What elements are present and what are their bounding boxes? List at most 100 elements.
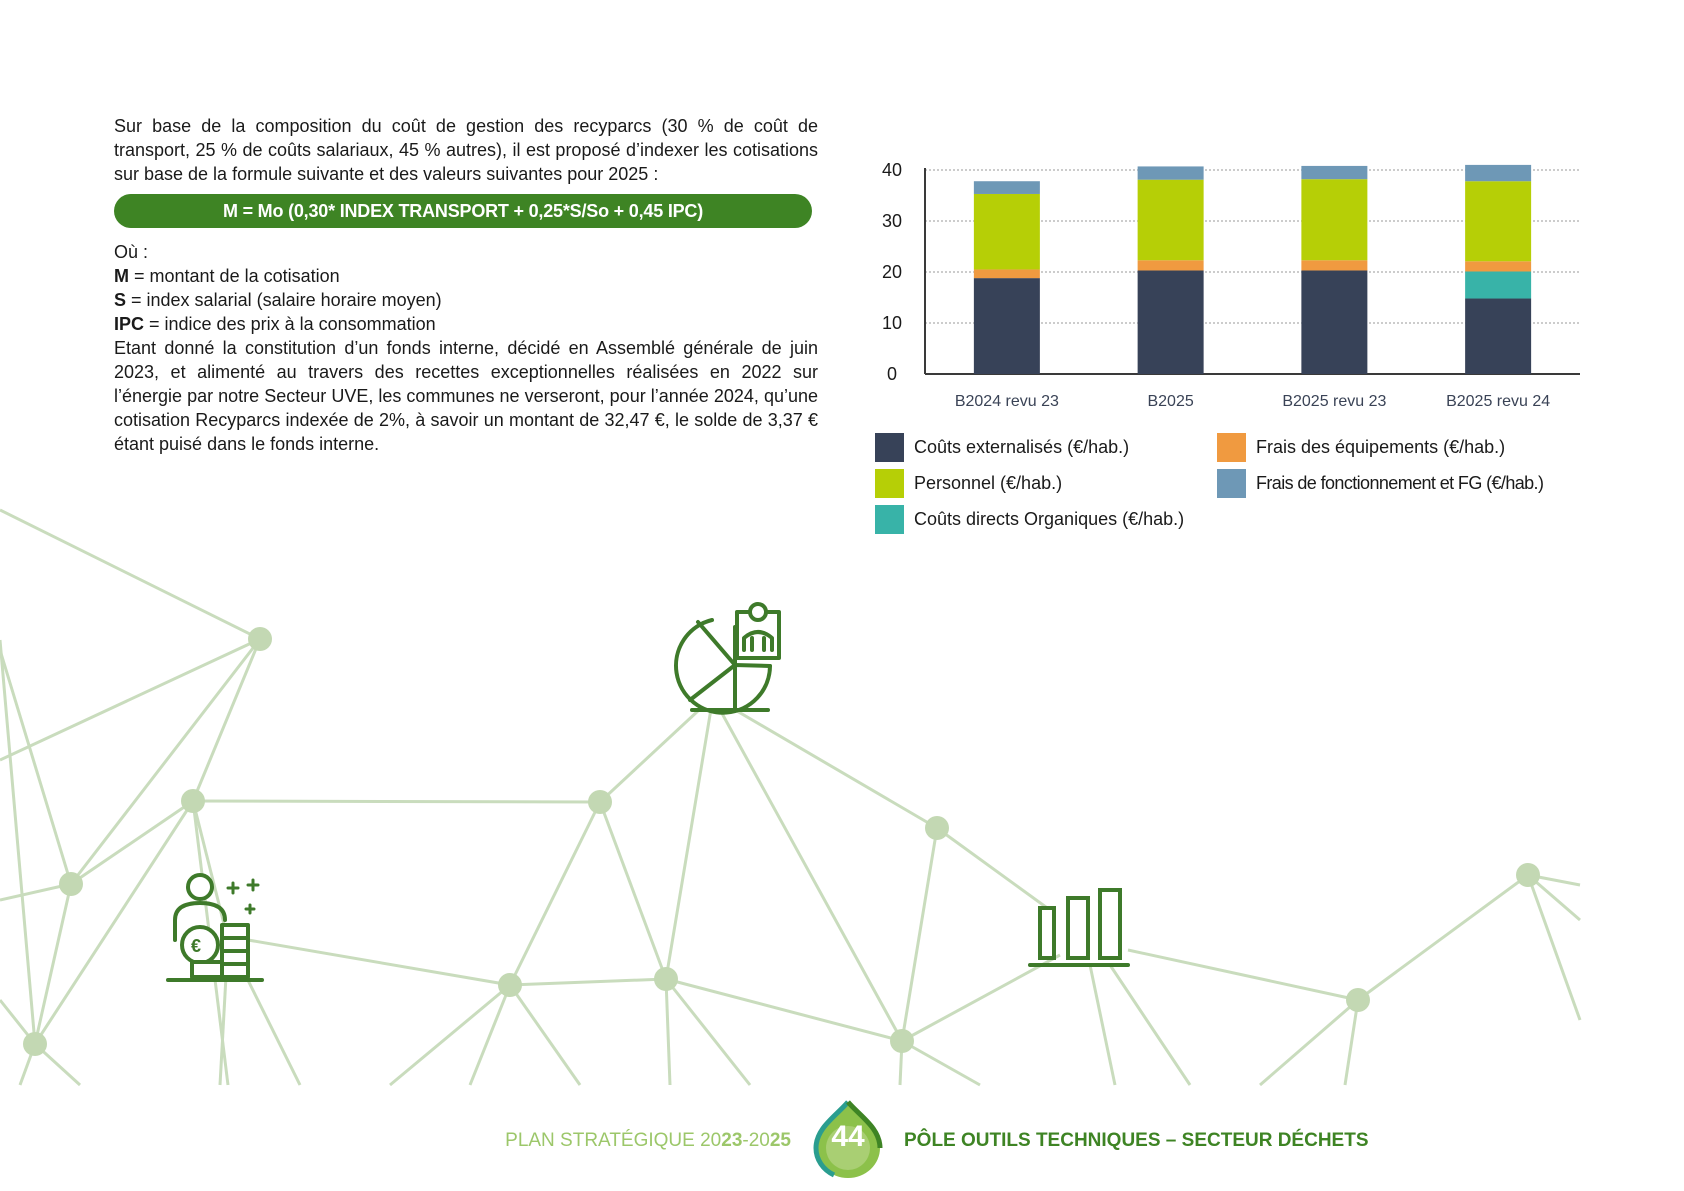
svg-text:€: € (191, 936, 201, 956)
network-line (598, 801, 668, 980)
network-node (23, 1032, 47, 1056)
legend-swatch (1217, 468, 1246, 498)
network-line (1127, 948, 1359, 1002)
network-line (900, 827, 939, 1042)
network-line (712, 695, 938, 830)
pie-chart-person-icon (674, 602, 781, 715)
network-line (69, 638, 262, 885)
definition-term: IPC (114, 314, 145, 334)
bar-segment (1301, 260, 1368, 271)
network-line (0, 882, 72, 902)
footer-plan-title: PLAN STRATÉGIQUE 2023-2025 (505, 1130, 791, 1152)
network-line (1259, 998, 1359, 1087)
ou-label: Où : (114, 242, 149, 262)
network-line (33, 883, 73, 1045)
x-tick-label: B2025 revu 24 (1446, 393, 1550, 410)
network-line (509, 977, 667, 987)
network-line (664, 696, 715, 980)
network-line (1108, 964, 1192, 1086)
network-line (1343, 999, 1360, 1086)
network-line (468, 984, 512, 1086)
legend-label: Coûts externalisés (€/hab.) (914, 436, 1130, 457)
footer-plan-year2: 25 (769, 1130, 791, 1151)
definition-term: M (114, 266, 129, 286)
network-line (664, 978, 752, 1086)
network-line (665, 977, 903, 1043)
network-line (247, 938, 511, 987)
fund-paragraph: Etant donné la constitution d’un fonds i… (114, 338, 818, 454)
network-line (70, 799, 194, 886)
legend-label: Frais des équipements (€/hab.) (1256, 436, 1506, 457)
y-tick-label: 20 (882, 262, 902, 282)
x-tick-label: B2025 revu 23 (1282, 393, 1386, 410)
x-tick-label: B2025 (1147, 393, 1193, 410)
network-line (711, 696, 904, 1042)
network-line (192, 799, 601, 804)
page-footer: PLAN STRATÉGIQUE 2023-2025 44 PÔLE OUTIL… (0, 1092, 1684, 1182)
legend-swatch (875, 432, 904, 462)
bar-segment (973, 193, 1040, 270)
bar-segment (1465, 271, 1532, 299)
network-line (191, 638, 262, 802)
definition-s: S = index salarial (salaire horaire moye… (114, 288, 818, 312)
definition-desc: = montant de la cotisation (129, 266, 340, 286)
definition-m: M = montant de la cotisation (114, 264, 818, 288)
legend-label: Personnel (€/hab.) (914, 472, 1063, 493)
bar-segment (973, 269, 1040, 279)
person-money-icon: € (166, 873, 264, 982)
network-node (588, 790, 612, 814)
legend-swatch (1217, 432, 1246, 462)
y-tick-label: 40 (882, 160, 902, 180)
network-line (1526, 874, 1582, 1021)
legend-item-couts-externalises: Coûts externalisés (€/hab.) (875, 432, 1129, 462)
network-line (901, 953, 1061, 1043)
formula-banner: M = Mo (0,30* INDEX TRANSPORT + 0,25*S/S… (114, 194, 812, 228)
network-line (1088, 964, 1117, 1086)
network-line (0, 639, 37, 1045)
network-line (191, 800, 230, 941)
y-tick-label: 0 (887, 364, 897, 384)
legend-item-frais-fonctionnement: Frais de fonctionnement et FG (€/hab.) (1217, 468, 1544, 498)
bar-segment (973, 278, 1040, 374)
x-tick-label: B2024 revu 23 (955, 393, 1059, 410)
network-line (664, 978, 672, 1086)
definition-ipc: IPC = indice des prix à la consommation (114, 312, 818, 336)
bar-segment (1137, 179, 1204, 261)
network-node (498, 973, 522, 997)
network-node (654, 967, 678, 991)
footer-plan-mid: -20 (742, 1130, 770, 1151)
bar-segment (1301, 165, 1368, 180)
bar-segment (1465, 164, 1532, 182)
definition-desc: = indice des prix à la consommation (144, 314, 436, 334)
legend-label: Frais de fonctionnement et FG (€/hab.) (1256, 472, 1544, 493)
network-line (1357, 873, 1529, 1002)
page-number: 44 (831, 1120, 865, 1153)
bar-segment (1465, 298, 1532, 374)
network-line (936, 826, 1051, 912)
bar-segment (1465, 181, 1532, 262)
network-line (508, 984, 582, 1086)
network-line (598, 695, 715, 804)
network-node (248, 627, 272, 651)
bar-segment (1137, 166, 1204, 180)
legend-item-frais-equipements: Frais des équipements (€/hab.) (1217, 432, 1505, 462)
network-node (1346, 988, 1370, 1012)
network-node (181, 789, 205, 813)
network-line (0, 637, 261, 762)
network-line (0, 508, 261, 641)
network-line (0, 649, 73, 885)
network-line (901, 1039, 981, 1087)
footer-plan-year1: 23 (721, 1130, 743, 1151)
body-text: Sur base de la composition du coût de ge… (114, 114, 818, 456)
legend-swatch (875, 468, 904, 498)
network-line (33, 800, 195, 1045)
footer-section-title: PÔLE OUTILS TECHNIQUES – SECTEUR DÉCHETS (904, 1130, 1369, 1151)
network-node (890, 1029, 914, 1053)
bar-segment (1301, 179, 1368, 261)
legend-label: Coûts directs Organiques (€/hab.) (914, 508, 1185, 529)
bar-segment (973, 181, 1040, 194)
bar-segment (1301, 270, 1368, 374)
network-node (925, 816, 949, 840)
